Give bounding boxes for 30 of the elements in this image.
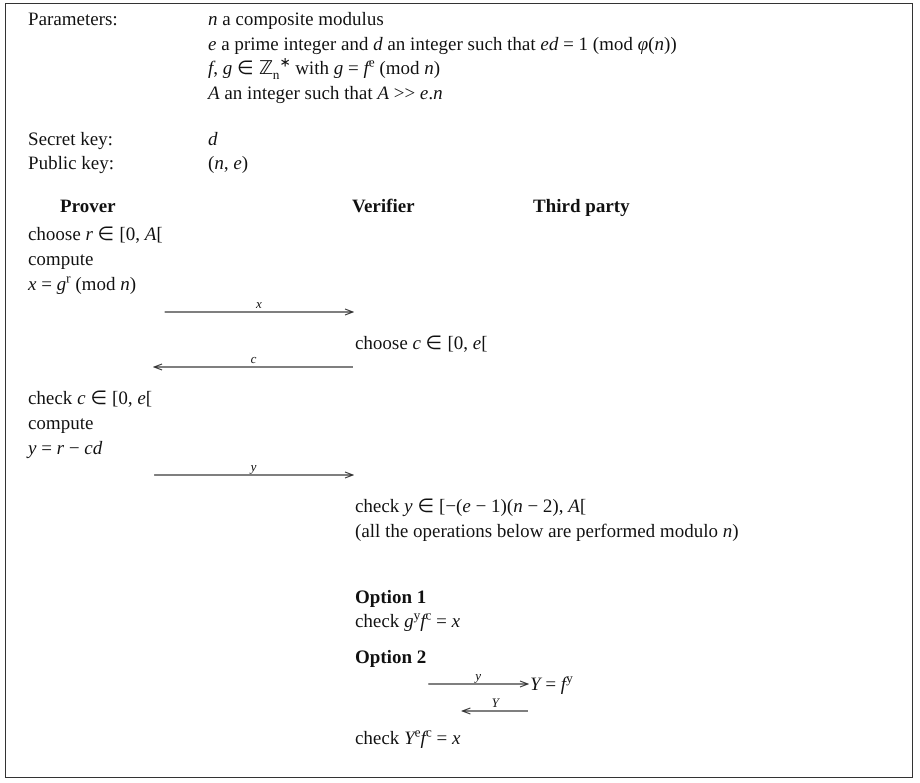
option-heading: Option 2 <box>355 646 426 670</box>
step-text: check y ∈ [−(e − 1)(n − 2), A[ <box>355 495 588 519</box>
key-heading: Public key: <box>28 152 114 176</box>
step-text: choose c ∈ [0, e[ <box>355 332 488 356</box>
step-text: compute <box>28 248 94 272</box>
key-heading: Secret key: <box>28 128 113 152</box>
parameter-heading: Parameters: <box>28 8 118 32</box>
step-text: x = g$^{r}$ (mod n) <box>28 272 136 297</box>
parameter-text: f, g ∈ ℤ$_{n}$$^{∗}$ with g = f$^{e}$ (mod n) <box>208 57 440 81</box>
column-heading: Verifier <box>352 195 415 219</box>
message-arrow <box>164 308 354 316</box>
message-arrow <box>154 364 353 370</box>
key-value: (n, e) <box>208 152 248 176</box>
message-arrow <box>154 472 354 478</box>
step-text: (all the operations below are performed modulo n) <box>355 520 740 544</box>
step-text: compute <box>28 412 94 436</box>
column-heading: Prover <box>60 195 116 219</box>
step-text: y = r − cd <box>28 437 102 461</box>
key-value: d <box>208 128 218 152</box>
column-heading: Third party <box>533 195 630 219</box>
parameter-text: e a prime integer and d an integer such that ed = 1 (mod φ(n)) <box>208 33 677 57</box>
message-arrow <box>462 708 528 714</box>
message-arrow <box>428 680 528 688</box>
step-text: check c ∈ [0, e[ <box>28 387 152 411</box>
parameter-text: A an integer such that A >> e.n <box>208 82 443 106</box>
parameter-text: n a composite modulus <box>208 8 384 32</box>
step-text: check Y$^{e}$f$^{c}$ = x <box>355 726 460 751</box>
edge-label: Y <box>490 696 501 709</box>
option-heading: Option 1 <box>355 586 426 610</box>
step-text: choose r ∈ [0, A[ <box>28 223 163 247</box>
